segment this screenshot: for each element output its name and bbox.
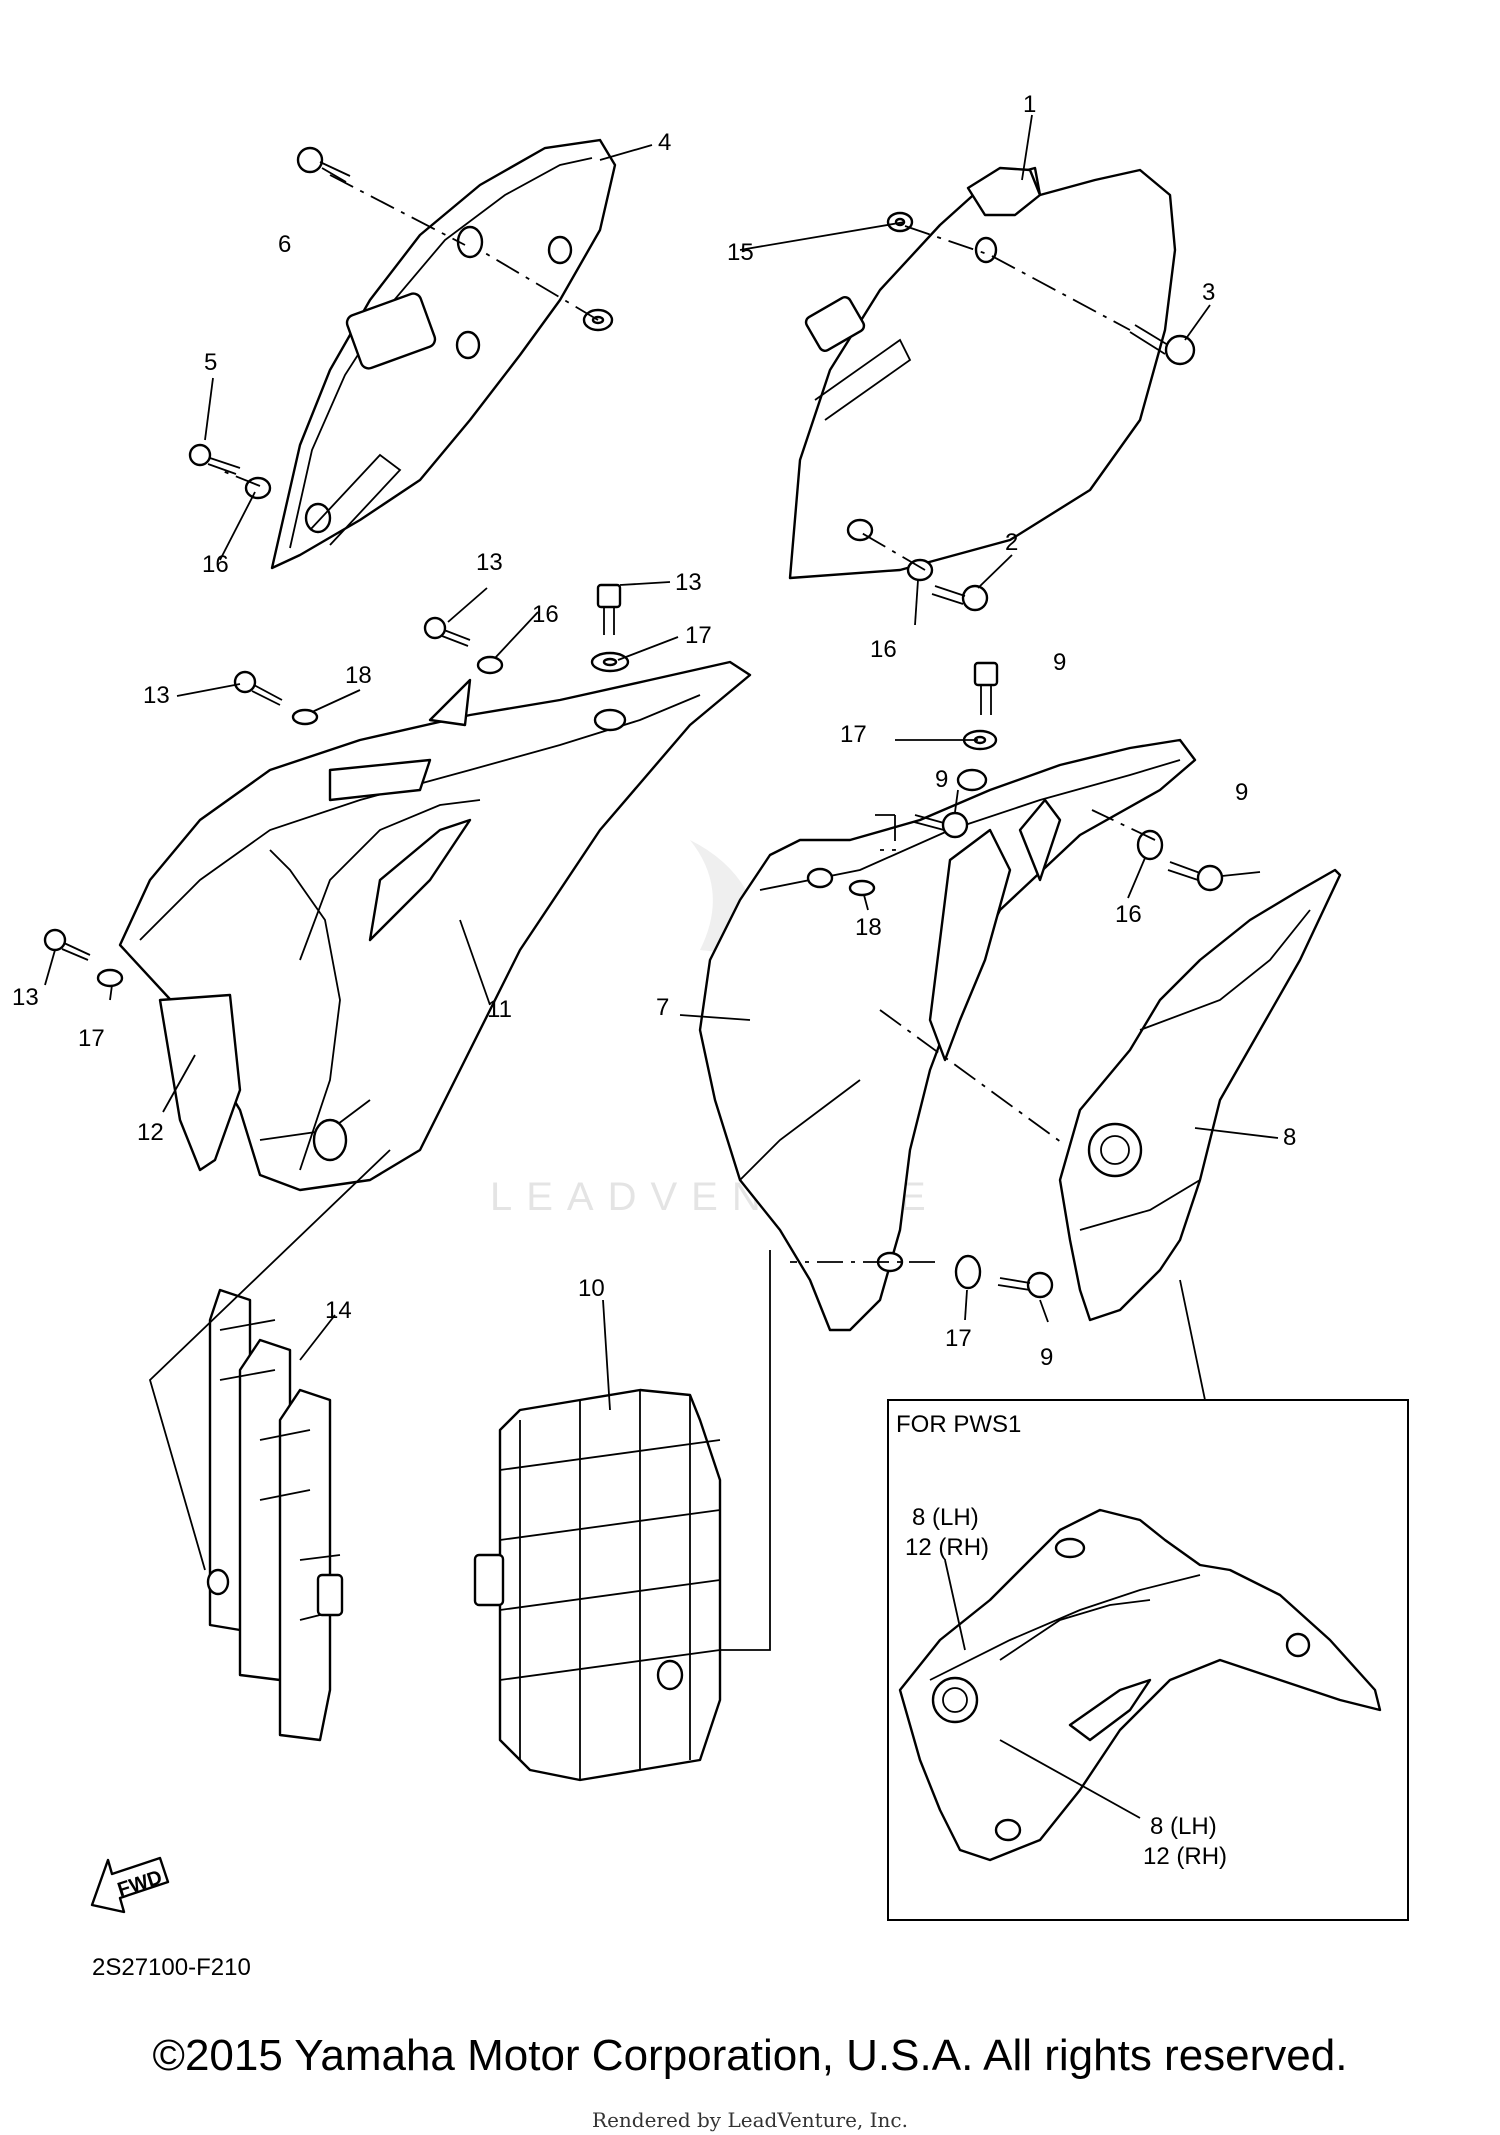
part-1-right-number-plate[interactable] xyxy=(788,166,1177,580)
callout-15: 15 xyxy=(727,239,754,266)
grommet-16-d[interactable] xyxy=(1136,829,1164,861)
bolt-9-c[interactable] xyxy=(1167,861,1224,892)
washer-17-d[interactable] xyxy=(954,1254,982,1290)
callout-9-d: 9 xyxy=(1040,1344,1053,1371)
callout-12: 12 xyxy=(137,1119,164,1146)
bolt-13-d[interactable] xyxy=(43,928,91,961)
callout-17-c: 17 xyxy=(78,1025,105,1052)
callout-14: 14 xyxy=(325,1297,352,1324)
callout-17-b: 17 xyxy=(840,721,867,748)
inset-label-bottom-2: 12 (RH) xyxy=(1143,1843,1227,1870)
part-8-right-graphic[interactable] xyxy=(1058,868,1342,1322)
clip-18-a[interactable] xyxy=(291,708,319,726)
part-10-right-louver[interactable] xyxy=(473,1388,722,1782)
callout-16-d: 16 xyxy=(1115,901,1142,928)
leader-lines xyxy=(44,114,1279,1651)
callout-2: 2 xyxy=(1005,529,1018,556)
inset-label-top-2: 12 (RH) xyxy=(905,1534,989,1561)
inset-pws1: FOR PWS1 8 (LH) 12 (RH) 8 (LH) 12 (RH) xyxy=(887,1399,1409,1921)
diagram-code: 2S27100-F210 xyxy=(92,1954,251,1981)
callout-1: 1 xyxy=(1023,91,1036,118)
callout-17-a: 17 xyxy=(685,622,712,649)
part-11-left-radiator-cover[interactable] xyxy=(118,660,752,1192)
grommet-16-b[interactable] xyxy=(906,558,934,582)
clip-18-b[interactable] xyxy=(848,879,876,897)
callout-13-d: 13 xyxy=(12,984,39,1011)
callout-6: 6 xyxy=(278,231,291,258)
callout-3: 3 xyxy=(1202,279,1215,306)
inset-label-bottom-1: 8 (LH) xyxy=(1150,1813,1217,1840)
callout-labels: 1 2 3 4 5 6 7 8 9 9 9 9 10 11 12 13 13 1… xyxy=(12,91,1296,1371)
part-14-left-louver[interactable] xyxy=(206,1288,344,1742)
part-4-left-number-plate[interactable] xyxy=(270,138,617,570)
callout-7: 7 xyxy=(656,994,669,1021)
washer-17-a[interactable] xyxy=(590,651,630,673)
callout-16-a: 16 xyxy=(202,551,229,578)
rendered-by-notice: Rendered by LeadVenture, Inc. xyxy=(592,2108,908,2132)
bolt-2[interactable] xyxy=(931,584,989,612)
callout-18-a: 18 xyxy=(345,662,372,689)
inset-title: FOR PWS1 xyxy=(896,1411,1021,1438)
callout-13-a: 13 xyxy=(476,549,503,576)
bolt-13-c[interactable] xyxy=(596,583,622,635)
washer-17-b[interactable] xyxy=(96,968,124,988)
callout-9-b: 9 xyxy=(935,766,948,793)
bolt-9-a[interactable] xyxy=(973,661,999,715)
bolt-13-b[interactable] xyxy=(423,616,471,647)
fwd-arrow-icon: FWD xyxy=(90,1856,170,1914)
part-7-right-radiator-cover[interactable] xyxy=(698,738,1197,1332)
bolt-13-a[interactable] xyxy=(233,670,283,706)
copyright-notice: ©2015 Yamaha Motor Corporation, U.S.A. A… xyxy=(152,2031,1348,2080)
callout-8: 8 xyxy=(1283,1124,1296,1151)
callout-16-b: 16 xyxy=(870,636,897,663)
callout-13-b: 13 xyxy=(675,569,702,596)
part-12-left-graphic[interactable] xyxy=(158,993,242,1172)
callout-11: 11 xyxy=(487,996,512,1023)
callout-10: 10 xyxy=(578,1275,605,1302)
callout-18-b: 18 xyxy=(855,914,882,941)
callout-9-a: 9 xyxy=(1053,649,1066,676)
inset-label-top-1: 8 (LH) xyxy=(912,1504,979,1531)
callout-17-d: 17 xyxy=(945,1325,972,1352)
inset-shroud-graphic[interactable] xyxy=(898,1508,1382,1862)
bolt-9-b[interactable] xyxy=(913,811,969,839)
callout-5: 5 xyxy=(204,349,217,376)
bolt-9-d[interactable] xyxy=(997,1271,1054,1299)
callout-13-c: 13 xyxy=(143,682,170,709)
callout-16-c: 16 xyxy=(532,601,559,628)
callout-4: 4 xyxy=(658,129,671,156)
bolt-3[interactable] xyxy=(1129,324,1196,366)
bolt-5[interactable] xyxy=(188,443,241,475)
bolt-6[interactable] xyxy=(296,146,351,183)
grommet-16-c[interactable] xyxy=(476,655,504,675)
callout-9-c: 9 xyxy=(1235,779,1248,806)
